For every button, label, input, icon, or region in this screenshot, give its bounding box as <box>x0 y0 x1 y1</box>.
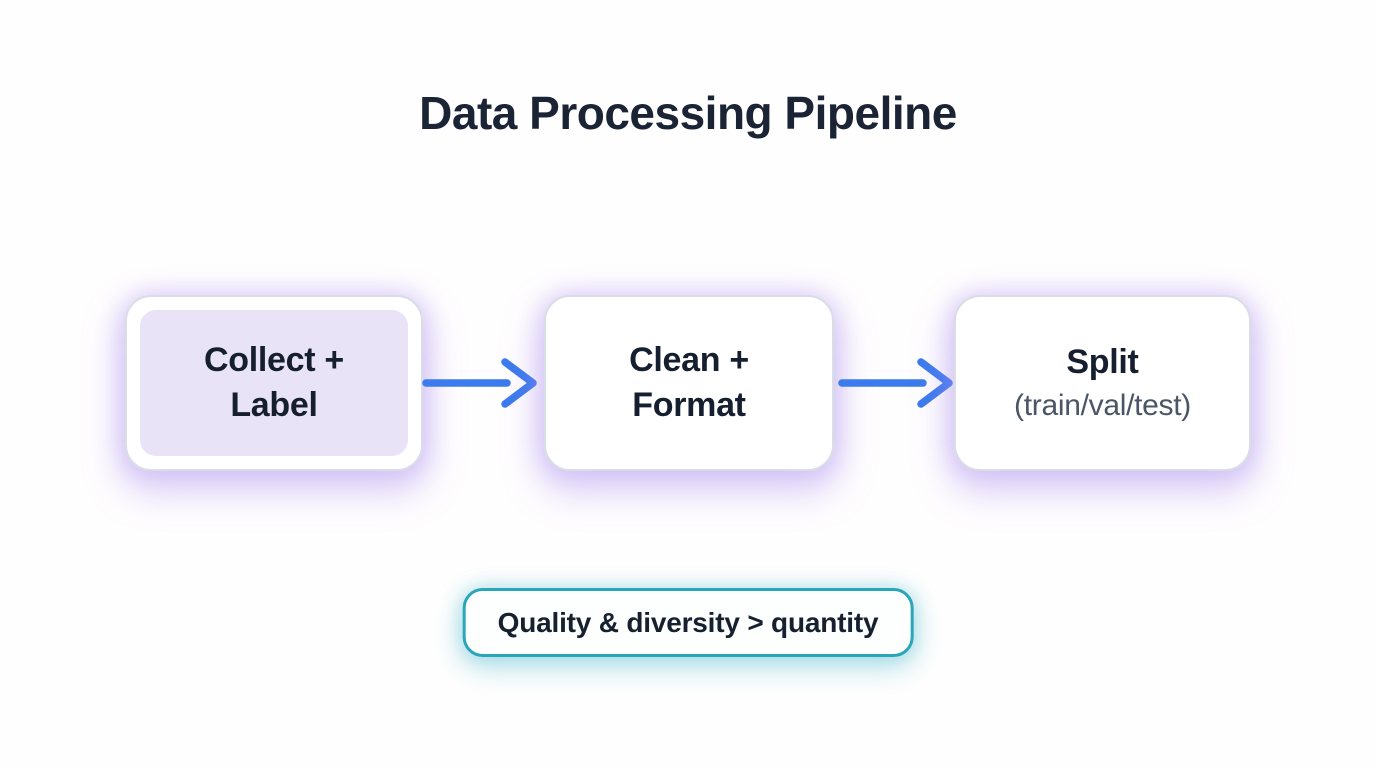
node-panel: Clean + Format <box>559 310 819 456</box>
arrow-right-icon <box>422 358 537 408</box>
node-label: Split (train/val/test) <box>1014 340 1191 427</box>
node-highlight-panel: Collect + Label <box>140 310 408 456</box>
callout-quality-note: Quality & diversity > quantity <box>462 588 914 657</box>
node-label: Clean + Format <box>629 341 749 424</box>
pipeline-node-clean-format: Clean + Format <box>544 295 834 471</box>
diagram-title: Data Processing Pipeline <box>419 87 957 139</box>
pipeline-node-collect-label: Collect + Label <box>125 295 423 471</box>
arrow-right-icon <box>838 358 953 408</box>
pipeline-node-split: Split (train/val/test) <box>954 295 1251 471</box>
node-label: Collect + Label <box>204 341 344 424</box>
node-sublabel: (train/val/test) <box>1014 388 1191 422</box>
callout-text: Quality & diversity > quantity <box>497 606 879 638</box>
node-panel: Split (train/val/test) <box>969 310 1236 456</box>
